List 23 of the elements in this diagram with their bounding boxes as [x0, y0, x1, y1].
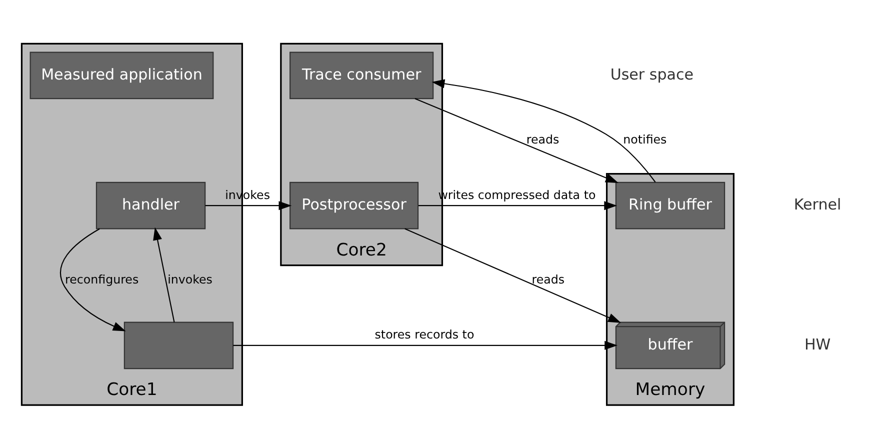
edge-label: reconfigures	[65, 272, 139, 286]
edge-label: reads	[532, 272, 565, 286]
label: Kernel	[794, 195, 842, 214]
edge-label: notifies	[623, 132, 667, 146]
label: User space	[610, 64, 694, 83]
arrow	[153, 226, 175, 322]
node-box: Measured application	[30, 51, 214, 99]
node-box	[124, 321, 234, 369]
arrow	[205, 200, 292, 210]
arrow	[432, 78, 656, 182]
edge-label: reads	[526, 132, 560, 146]
node-box: Trace consumer	[290, 51, 434, 99]
node-box: Ring buffer	[615, 181, 726, 229]
edge-label: stores records to	[374, 327, 474, 342]
arrow	[414, 98, 618, 183]
edge-label: invokes	[168, 272, 212, 286]
arrow	[60, 228, 126, 331]
arrow	[404, 228, 622, 322]
arrow	[418, 200, 618, 210]
label: HW	[804, 334, 831, 353]
node-box: handler	[96, 181, 206, 229]
node-box: Postprocessor	[290, 181, 419, 229]
arrow	[233, 340, 618, 350]
